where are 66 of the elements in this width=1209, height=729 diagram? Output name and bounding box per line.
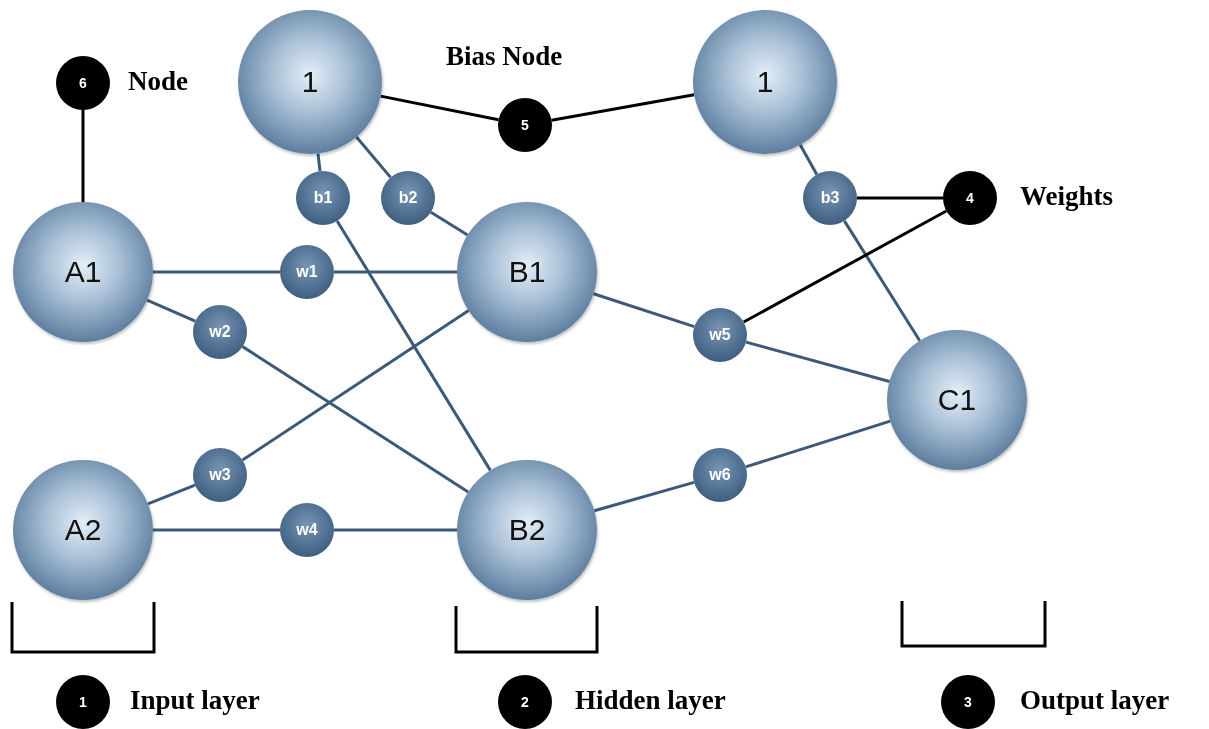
node-label: 2 — [521, 695, 529, 709]
node-label: 5 — [521, 118, 529, 132]
node-label: w4 — [296, 522, 318, 538]
node-label: w1 — [296, 264, 318, 280]
weight-circle — [693, 448, 747, 502]
connection-line — [334, 528, 457, 532]
leader-line — [742, 209, 948, 324]
node-label: 6 — [79, 76, 87, 90]
node-label: w3 — [209, 467, 231, 483]
node-label: b2 — [398, 190, 418, 206]
node-label: B1 — [508, 257, 546, 287]
number-marker — [56, 675, 110, 729]
connection-line — [153, 270, 280, 274]
number-marker — [941, 675, 995, 729]
weight-circle — [693, 308, 747, 362]
connection-line — [316, 153, 322, 172]
node-label: b1 — [313, 190, 333, 206]
leader-line — [380, 94, 499, 122]
leader-line — [81, 110, 85, 202]
connection-line — [146, 298, 196, 323]
node-label: b3 — [820, 190, 840, 206]
marker-caption: Input layer — [130, 686, 260, 716]
node-label: w2 — [209, 324, 231, 340]
marker-caption: Bias Node — [446, 42, 563, 72]
marker-caption: Node — [128, 67, 188, 97]
connection-line — [430, 211, 469, 237]
connection-line — [153, 528, 280, 532]
connection-line — [147, 483, 196, 506]
node-label: w5 — [709, 327, 731, 343]
connection-line — [355, 136, 392, 179]
number-marker — [498, 98, 552, 152]
node-label: 4 — [966, 191, 974, 205]
node-label: 3 — [964, 695, 972, 709]
number-marker — [56, 56, 110, 110]
node-label: B2 — [508, 515, 546, 545]
connection-line — [335, 220, 492, 472]
number-marker — [498, 675, 552, 729]
node-label: 1 — [756, 67, 774, 97]
node-label: A1 — [64, 257, 102, 287]
weight-circle — [280, 503, 334, 557]
weight-circle — [193, 448, 247, 502]
marker-caption: Output layer — [1020, 686, 1170, 716]
marker-caption: Weights — [1020, 182, 1113, 212]
weight-circle — [193, 305, 247, 359]
connection-line — [843, 220, 921, 342]
weight-circle — [280, 245, 334, 299]
connection-line — [745, 419, 891, 469]
weight-circle — [296, 171, 350, 225]
node-label: w6 — [709, 467, 731, 483]
node-label: 1 — [79, 695, 87, 709]
node-label: 1 — [301, 67, 319, 97]
connection-line — [745, 340, 890, 383]
marker-caption: Hidden layer — [575, 686, 726, 716]
leader-line — [857, 196, 943, 200]
connection-line — [798, 144, 819, 176]
node-label: A2 — [64, 515, 102, 545]
weight-circle — [803, 171, 857, 225]
leader-line — [551, 93, 695, 122]
weight-circle — [381, 171, 435, 225]
connection-line — [593, 480, 695, 513]
connection-line — [334, 270, 457, 274]
number-marker — [943, 171, 997, 225]
node-label: C1 — [937, 385, 977, 415]
connection-line — [241, 309, 470, 462]
connection-line — [593, 292, 695, 329]
connection-line — [241, 345, 469, 494]
